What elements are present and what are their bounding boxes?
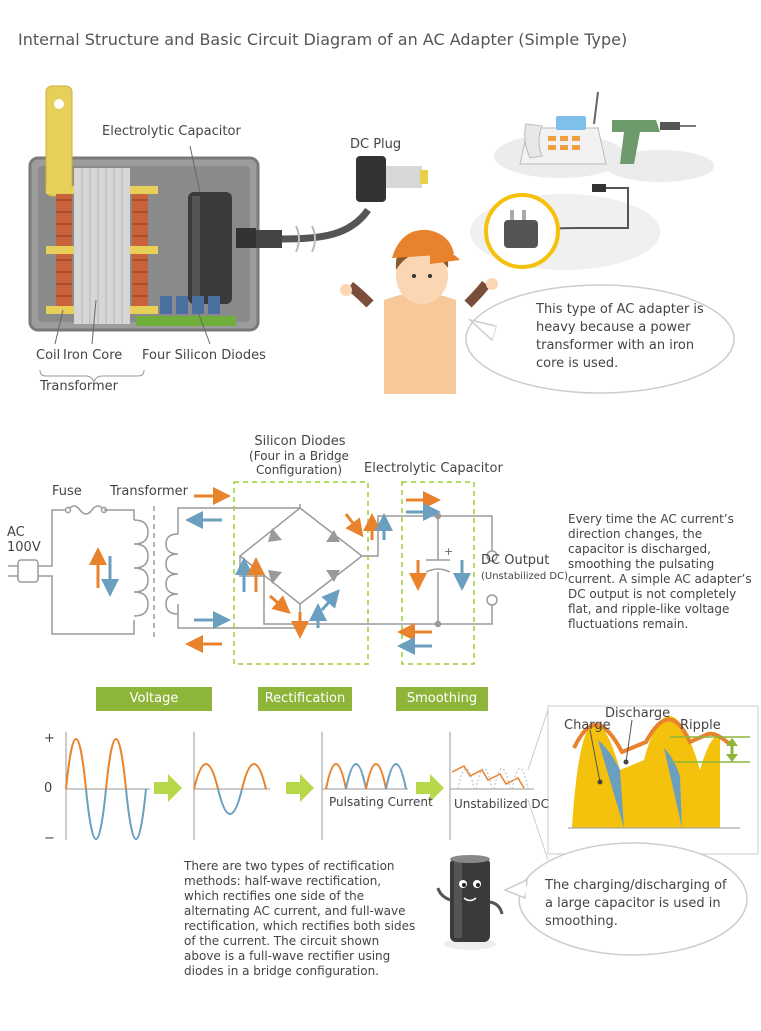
label-ac-voltage: 100V — [7, 540, 41, 555]
bridge-diodes — [268, 528, 340, 584]
label-transformer: Transformer — [40, 379, 119, 394]
label-dc-output: DC Output — [481, 553, 550, 568]
ripple-zoom — [527, 705, 759, 861]
flow-arrows — [154, 774, 444, 802]
label-dc-plug: DC Plug — [350, 137, 402, 152]
stage-smoothing: Smoothing — [396, 687, 488, 711]
devices-illustration — [470, 91, 714, 270]
label-four-silicon-diodes: Four Silicon Diodes — [142, 348, 266, 363]
axis-minus: − — [44, 831, 55, 846]
capacitor-character — [436, 855, 504, 950]
character-illustration — [340, 229, 498, 394]
axis-plus: + — [44, 731, 55, 746]
label-pulsating-current: Pulsating Current — [329, 795, 433, 809]
label-coil: Coil — [36, 348, 61, 363]
rectification-note: There are two types of rectification met… — [184, 859, 416, 978]
label-unstabilized-dc: Unstabilized DC — [454, 797, 550, 811]
waveforms — [65, 732, 534, 840]
speech-bubble-1-shape — [465, 284, 735, 394]
circuit-diagram — [8, 504, 498, 640]
axis-zero: 0 — [44, 781, 53, 796]
label-ac: AC — [7, 525, 25, 540]
diodes-highlight-box — [233, 481, 369, 665]
speech-bubble-1-text: This type of AC adapter is heavy because… — [536, 302, 704, 371]
circuit-note: Every time the AC current’s direction ch… — [568, 512, 752, 631]
speech-bubble-2-shape — [503, 842, 748, 956]
page-title: Internal Structure and Basic Circuit Dia… — [18, 30, 628, 49]
label-fuse: Fuse — [52, 484, 82, 499]
label-bridge-configuration: (Four in a Bridge Configuration) — [249, 449, 349, 477]
label-capacitor-plus: + — [444, 545, 454, 558]
label-unstabilized-dc-output: (Unstabilized DC) — [481, 571, 569, 582]
stage-rectification: Rectification — [258, 687, 352, 711]
label-circuit-transformer: Transformer — [110, 484, 189, 499]
label-electrolytic-capacitor: Electrolytic Capacitor — [102, 124, 241, 139]
capacitor-highlight-box — [401, 481, 475, 665]
label-charge: Charge — [564, 718, 611, 733]
label-ripple: Ripple — [680, 718, 721, 733]
current-arrows — [89, 487, 471, 655]
label-iron-core: Iron Core — [63, 348, 123, 363]
stage-voltage-conversion: Voltage Conversion — [96, 687, 212, 730]
label-discharge: Discharge — [605, 706, 671, 721]
adapter-cutaway — [28, 85, 428, 384]
speech-bubble-2-text: The charging/discharging of a large capa… — [545, 878, 727, 929]
label-silicon-diodes: Silicon Diodes — [254, 434, 346, 449]
label-circuit-electrolytic-capacitor: Electrolytic Capacitor — [364, 461, 503, 476]
